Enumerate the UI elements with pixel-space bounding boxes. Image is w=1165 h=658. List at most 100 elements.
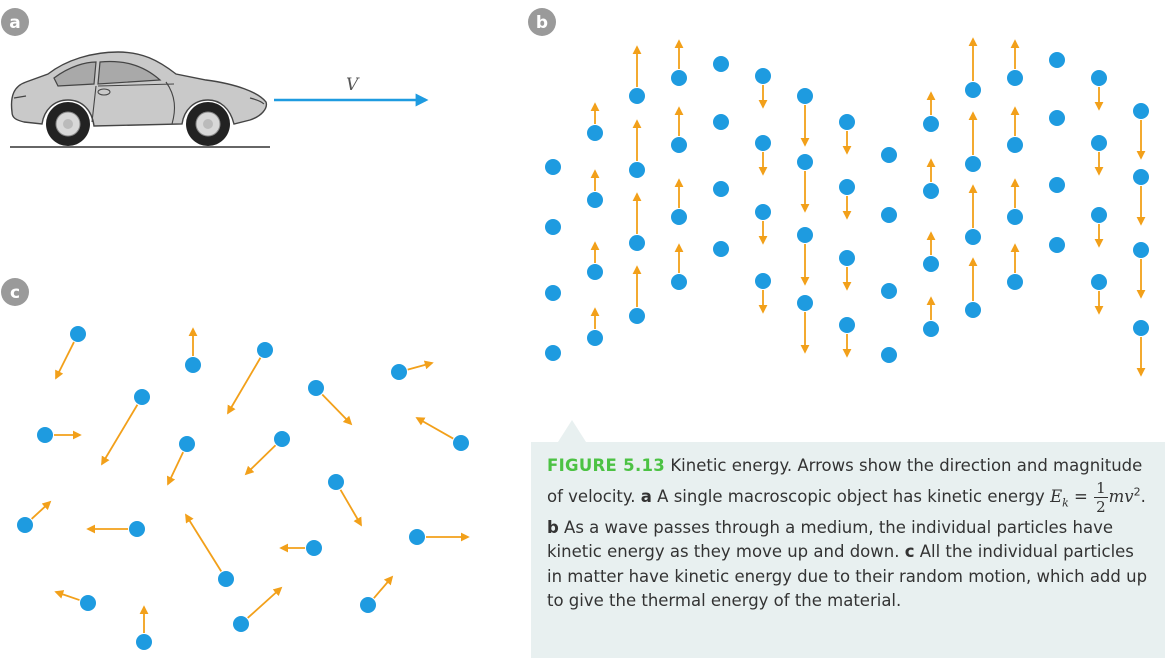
caption-notch xyxy=(558,420,586,442)
random-particle xyxy=(233,616,249,632)
wave-particle xyxy=(923,183,939,199)
wave-particle xyxy=(1133,169,1149,185)
formula-eq: = xyxy=(1068,486,1094,506)
wave-particle xyxy=(881,347,897,363)
wave-particle xyxy=(671,274,687,290)
formula-den: 2 xyxy=(1096,497,1106,516)
random-velocity-arrow xyxy=(185,513,222,572)
wave-particle xyxy=(965,156,981,172)
wave-particle xyxy=(629,235,645,251)
wave-particle xyxy=(1049,52,1065,68)
wave-particle xyxy=(545,159,561,175)
random-particle xyxy=(308,380,324,396)
car-illustration xyxy=(10,51,270,148)
wave-particle xyxy=(923,256,939,272)
velocity-label: V xyxy=(346,75,360,95)
wave-particle xyxy=(1007,70,1023,86)
wave-particle xyxy=(965,82,981,98)
part-b-text: As a wave passes through a medium, the i… xyxy=(547,517,1114,562)
random-particle xyxy=(185,357,201,373)
wave-particle xyxy=(1049,237,1065,253)
wave-particle xyxy=(1007,137,1023,153)
wave-particle xyxy=(1091,274,1107,290)
random-velocity-arrow xyxy=(244,444,277,476)
figure-caption: FIGURE 5.13 Kinetic energy. Arrows show … xyxy=(531,442,1165,658)
wave-particle xyxy=(587,192,603,208)
wave-particle xyxy=(671,137,687,153)
formula-rhs: mv xyxy=(1108,486,1134,506)
badge-a: a xyxy=(1,8,29,36)
random-velocity-arrow xyxy=(227,357,262,415)
wave-particle xyxy=(755,273,771,289)
formula-lhs: E xyxy=(1050,486,1063,506)
wave-particle xyxy=(839,114,855,130)
badge-c-text: c xyxy=(10,283,20,303)
wave-particle xyxy=(881,283,897,299)
random-velocity-arrow xyxy=(54,590,80,601)
wave-particle xyxy=(839,250,855,266)
wave-particle xyxy=(1091,135,1107,151)
badge-a-text: a xyxy=(9,13,20,33)
wave-particle xyxy=(713,114,729,130)
wave-particle xyxy=(545,345,561,361)
wave-particle xyxy=(1091,207,1107,223)
random-particles xyxy=(17,326,470,650)
random-particle xyxy=(136,634,152,650)
wave-particle xyxy=(923,321,939,337)
random-particle xyxy=(80,595,96,611)
wave-particle xyxy=(671,70,687,86)
caption-intro: Kinetic energy. Arrows show the directio… xyxy=(547,456,1143,506)
part-c-text: All the individual particles in matter h… xyxy=(547,542,1148,611)
wave-particle xyxy=(629,162,645,178)
wave-particle xyxy=(923,116,939,132)
random-particle xyxy=(306,540,322,556)
random-particle xyxy=(409,529,425,545)
wave-particle xyxy=(797,154,813,170)
random-particle xyxy=(134,389,150,405)
wave-particle xyxy=(1007,209,1023,225)
random-particle xyxy=(453,435,469,451)
wave-particle xyxy=(587,330,603,346)
wave-particle xyxy=(1133,320,1149,336)
wave-particles xyxy=(545,37,1149,377)
wave-particle xyxy=(965,229,981,245)
wave-particle xyxy=(671,209,687,225)
front-wheel xyxy=(186,102,230,146)
random-velocity-arrow xyxy=(407,360,434,371)
door-handle xyxy=(97,88,111,96)
wave-particle xyxy=(1007,274,1023,290)
wave-particle xyxy=(881,207,897,223)
wave-particle xyxy=(755,135,771,151)
formula-exp: 2 xyxy=(1133,485,1141,499)
part-c-letter: c xyxy=(904,542,915,562)
random-particle xyxy=(257,342,273,358)
random-velocity-arrow xyxy=(101,404,139,466)
wave-particle xyxy=(797,88,813,104)
random-particle xyxy=(179,436,195,452)
random-velocity-arrow xyxy=(167,451,184,486)
rear-wheel xyxy=(46,102,90,146)
part-a-text: A single macroscopic object has kinetic … xyxy=(651,486,1051,506)
formula-num: 1 xyxy=(1094,478,1108,498)
wave-particle xyxy=(881,147,897,163)
wave-particle xyxy=(1091,70,1107,86)
random-velocity-arrow xyxy=(415,417,454,440)
random-particle xyxy=(391,364,407,380)
wave-particle xyxy=(629,308,645,324)
part-b-letter: b xyxy=(547,517,559,537)
formula-sub: k xyxy=(1062,495,1069,509)
wave-particle xyxy=(587,264,603,280)
wave-particle xyxy=(713,56,729,72)
random-particle xyxy=(37,427,53,443)
badge-b-text: b xyxy=(536,13,548,33)
wave-particle xyxy=(545,219,561,235)
wave-particle xyxy=(965,302,981,318)
wave-particle xyxy=(1049,177,1065,193)
car-front-window xyxy=(97,60,162,85)
random-velocity-arrow xyxy=(55,341,75,380)
random-velocity-arrow xyxy=(247,586,283,619)
car-rear-window xyxy=(53,61,97,87)
wave-particle xyxy=(755,68,771,84)
